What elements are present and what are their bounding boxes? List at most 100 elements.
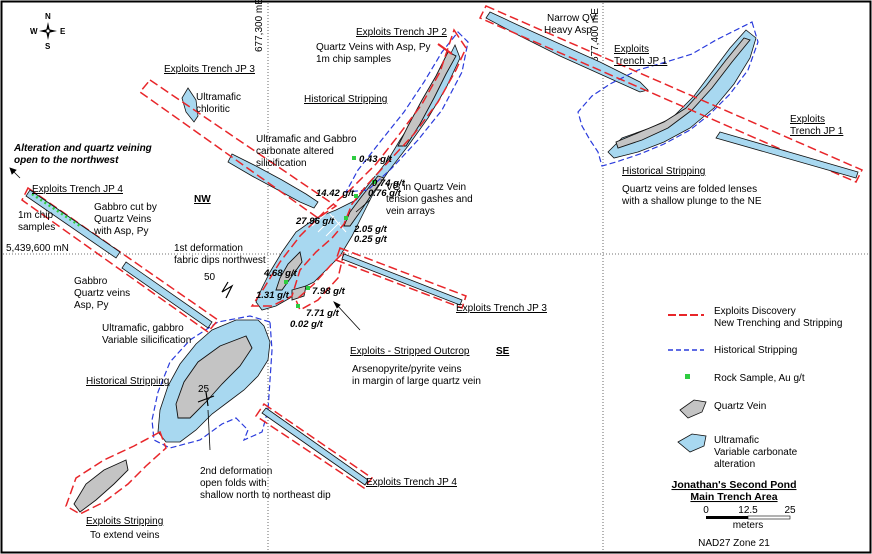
grid-label-600-mn: 5,439,600 mN: [6, 243, 69, 254]
legend-um-line1: Ultramafic: [714, 435, 759, 446]
sample-label: 4.68 g/t: [263, 268, 298, 279]
compass-rose-icon: N S W E: [30, 12, 66, 51]
quartz-vein-north: [397, 51, 457, 147]
sample-marker: [372, 180, 376, 184]
compass-n: N: [45, 12, 51, 21]
label-nw: NW: [194, 194, 211, 205]
historical-outline-north: [344, 31, 469, 193]
quartz-veins: [73, 37, 751, 513]
note-gabbro-line1: Gabbro cut by: [94, 202, 157, 213]
compass-s: S: [45, 42, 51, 51]
chip-samples-jp2: [437, 43, 453, 55]
note-umg-line2: carbonate altered: [256, 146, 334, 157]
note-chip2-line1: 1m chip: [18, 210, 53, 221]
strip-jp1-east: [715, 131, 859, 179]
legend-um-line3: alteration: [714, 459, 755, 470]
exploits-trench-outlines: [21, 5, 864, 515]
note-gabbro-line2: Quartz Veins: [94, 214, 151, 225]
legend-discovery-line2: New Trenching and Stripping: [714, 318, 842, 329]
trench-jp2-outline: [250, 28, 467, 307]
trench-label-jp4-nw: Exploits Trench JP 4: [32, 184, 123, 195]
sample-marker: [296, 304, 300, 308]
note-def1-line1: 1st deformation: [174, 243, 243, 254]
trench-jp1-outline: [478, 5, 864, 183]
map-legend: Exploits Discovery New Trenching and Str…: [668, 306, 842, 470]
legend-discovery-line1: Exploits Discovery: [714, 306, 796, 317]
legend-sample-label: Rock Sample, Au g/t: [714, 373, 805, 384]
stripping-label: Exploits Stripping: [86, 516, 163, 527]
outcrop-label: Exploits - Stripped Outcrop: [350, 346, 470, 357]
note-umg-line1: Ultramafic and Gabbro: [256, 134, 357, 145]
trench-label-jp4-se: Exploits Trench JP 4: [366, 477, 457, 488]
trench-jp3-se-outline: [335, 247, 467, 309]
compass-e: E: [60, 27, 66, 36]
trench-label-jp1-east-line1: Exploits: [790, 114, 825, 125]
legend-ultramafic-swatch: [677, 433, 707, 453]
scale-tick-25: 25: [784, 505, 796, 516]
sample-label: 2.05 g/t: [353, 224, 388, 235]
note-def2-line3: shallow north to northeast dip: [200, 490, 331, 501]
scale-unit: meters: [733, 520, 764, 531]
legend-sample-swatch: [685, 374, 690, 379]
sample-label: 1.31 g/t: [256, 290, 290, 301]
historical-outline-south: [151, 315, 273, 449]
ultramafic-chloritic-strip: [181, 87, 199, 123]
leader-lines: [9, 167, 371, 451]
ultramafic-jp3-strip: [227, 153, 319, 209]
dip-50-label: 50: [204, 272, 216, 283]
map-title-line2: Main Trench Area: [690, 491, 777, 503]
sample-label: 14.42 g/t: [316, 188, 355, 199]
note-ars-line2: in margin of large quartz vein: [352, 376, 481, 387]
note-narrow-qv: Narrow QV: [547, 13, 597, 24]
note-def2-line1: 2nd deformation: [200, 466, 272, 477]
note-umv-line2: Variable silicification: [102, 335, 191, 346]
note-chloritic: chloritic: [196, 104, 230, 115]
tension-gash-marks: [311, 165, 377, 237]
note-qv-asp-py: Quartz Veins with Asp, Py: [316, 42, 431, 53]
trench-label-jp2: Exploits Trench JP 2: [356, 27, 447, 38]
note-vg-line1: VG in Quartz Vein: [386, 182, 466, 193]
strip-jp3-se: [341, 253, 463, 306]
dip-50-symbol: [221, 281, 234, 299]
legend-um-line2: Variable carbonate: [714, 447, 798, 458]
map-labels: Narrow QV Heavy Asp Exploits Trench JP 1…: [13, 13, 844, 541]
sample-label: 0.43 g/t: [359, 154, 393, 165]
sample-label: 7.71 g/t: [306, 308, 340, 319]
note-extend-veins: To extend veins: [90, 530, 160, 541]
dip-25-symbol: [197, 391, 215, 407]
note-chip-samples: 1m chip samples: [316, 54, 391, 65]
sample-label: 0.02 g/t: [290, 319, 324, 330]
grid-label-300-me: 677,300 mE: [254, 0, 265, 52]
datum-label: NAD27 Zone 21: [698, 538, 770, 549]
sample-label: 0.74 g/t: [372, 178, 406, 189]
note-shallow-plunge: with a shallow plunge to the NE: [621, 196, 762, 207]
trench-label-jp3-nw: Exploits Trench JP 3: [164, 64, 255, 75]
sample-marker: [284, 280, 288, 284]
scale-tick-12: 12.5: [738, 505, 758, 516]
trench-label-jp3-se: Exploits Trench JP 3: [456, 303, 547, 314]
scale-tick-0: 0: [703, 505, 709, 516]
note-heavy-asp: Heavy Asp: [544, 25, 592, 36]
quartz-vein-ne: [615, 37, 751, 149]
ultramafic-main-body: [255, 44, 461, 311]
trench-label-jp1-east-line2: Trench JP 1: [790, 126, 844, 137]
legend-vein-label: Quartz Vein: [714, 401, 766, 412]
rock-sample-markers: [284, 156, 376, 308]
historical-label-north: Historical Stripping: [304, 94, 387, 105]
sample-label: 0.25 g/t: [354, 234, 388, 245]
note-umv-line1: Ultramafic, gabbro: [102, 323, 184, 334]
note-gq-line1: Gabbro: [74, 276, 108, 287]
trench-strips: [25, 131, 859, 486]
note-def2-line2: open folds with: [200, 478, 267, 489]
note-gq-line3: Asp, Py: [74, 300, 108, 311]
map-title-line1: Jonathan's Second Pond: [671, 479, 796, 491]
historical-outline-ne: [577, 21, 759, 167]
dip-25-label: 25: [198, 384, 210, 395]
note-umg-line3: silicification: [256, 158, 307, 169]
quartz-vein-south: [175, 335, 253, 419]
note-chip2-line2: samples: [18, 222, 55, 233]
historical-label-ne: Historical Stripping: [622, 166, 705, 177]
historical-stripping-outlines: [151, 21, 759, 449]
sample-marker: [344, 216, 348, 220]
